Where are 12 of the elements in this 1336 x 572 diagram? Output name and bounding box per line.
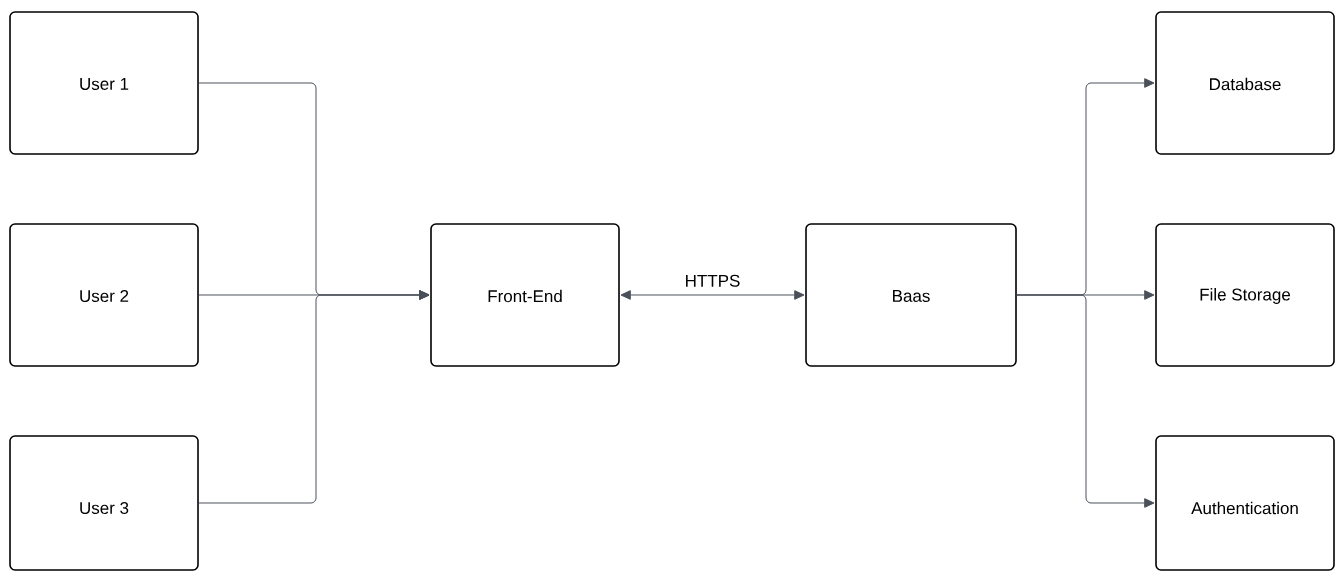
process-box: Authentication [1155,435,1335,571]
arrow [620,290,805,300]
edge-label: HTTPS [682,272,743,289]
process-box: User 3 [9,435,199,571]
process-box: User 1 [9,11,199,155]
process-box: File Storage [1155,223,1335,367]
process-box: User 2 [9,223,199,367]
process-box: Baas [805,223,1017,367]
process-box: Database [1155,11,1335,155]
process-box: Front-End [430,223,620,367]
arrow [1016,294,1155,508]
arrow [198,290,430,504]
